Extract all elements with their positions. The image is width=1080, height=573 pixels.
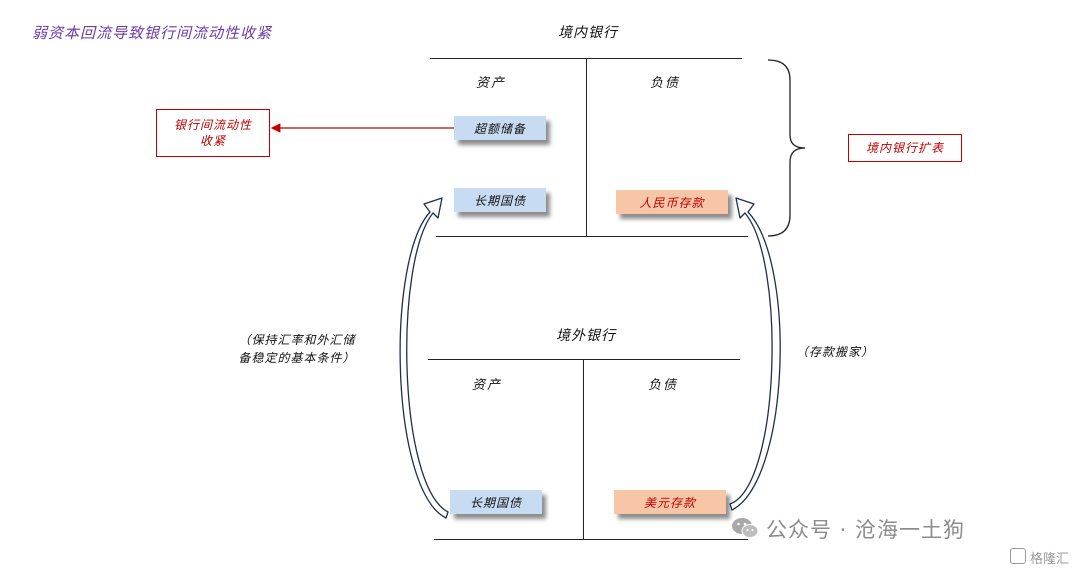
liquidity-tightening-box: 银行间流动性 收紧 — [156, 109, 270, 157]
foreign-assets-label: 资产 — [472, 378, 503, 393]
domestic-assets-label: 资产 — [476, 76, 507, 91]
expansion-brace — [767, 59, 806, 237]
foreign-top-line — [428, 359, 740, 360]
foreign-liabilities-label: 负债 — [648, 378, 679, 393]
domestic-divider — [586, 58, 587, 236]
liquidity-line1: 银行间流动性 — [173, 118, 252, 132]
domestic-bottom-line — [436, 236, 748, 237]
left-note: （保持汇率和外汇储 备稳定的基本条件） — [222, 331, 372, 367]
foreign-bottom-line — [434, 539, 748, 540]
domestic-bank-title: 境内银行 — [558, 25, 618, 41]
foreign-long-bonds-box: 长期国债 — [450, 490, 542, 514]
liquidity-line2: 收紧 — [199, 134, 226, 148]
usd-deposits-box: 美元存款 — [614, 490, 726, 514]
watermark-text: 公众号 · 沧海一土狗 — [766, 518, 966, 542]
watermark-sub: 格隆汇 — [1030, 552, 1070, 567]
left-curved-arrow — [399, 197, 449, 519]
foreign-bank-title: 境外银行 — [556, 328, 616, 344]
wechat-icon — [731, 517, 759, 539]
rmb-deposits-box: 人民币存款 — [616, 190, 728, 214]
excess-reserves-box: 超额储备 — [454, 116, 546, 140]
domestic-liabilities-label: 负债 — [650, 76, 681, 91]
domestic-expansion-box: 境内银行扩表 — [848, 134, 962, 162]
gelonghui-logo-icon — [1010, 548, 1026, 564]
left-note-line1: （保持汇率和外汇储 — [238, 333, 356, 347]
right-note: （存款搬家） — [796, 345, 875, 359]
left-note-line2: 备稳定的基本条件） — [238, 351, 356, 365]
foreign-divider — [583, 359, 584, 539]
page-title: 弱资本回流导致银行间流动性收紧 — [32, 24, 273, 42]
domestic-long-bonds-box: 长期国债 — [454, 188, 546, 212]
right-curved-arrow — [729, 197, 781, 511]
